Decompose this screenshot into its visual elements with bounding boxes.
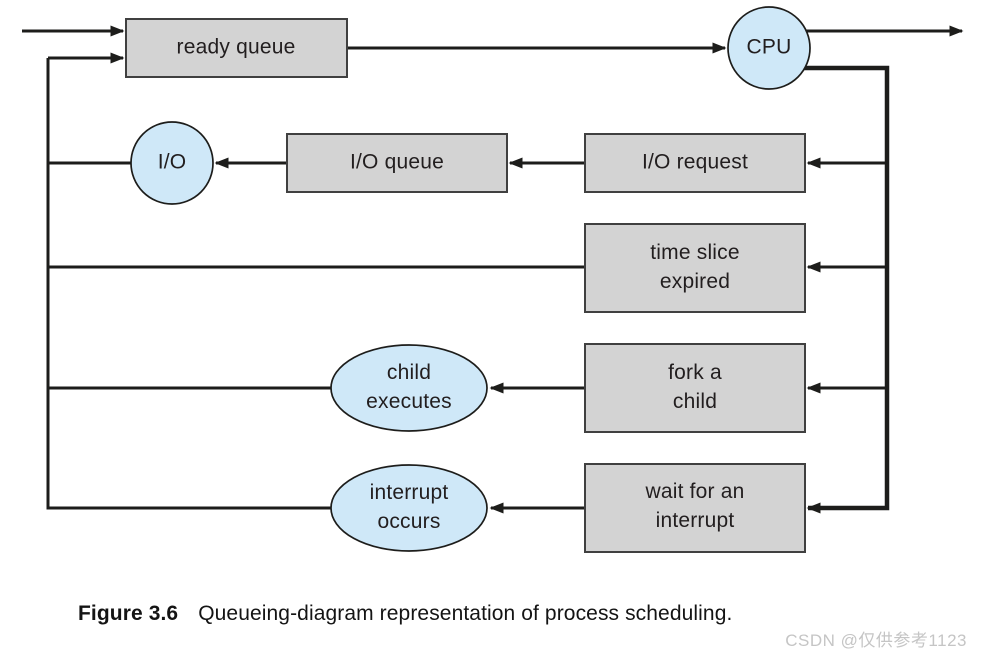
interrupt-occurs-label: interrupt occurs <box>369 481 449 533</box>
io-circle <box>130 121 214 205</box>
cpu-label: CPU <box>746 35 792 59</box>
feedback-left-rail <box>46 58 331 510</box>
io-queue-label: I/O queue <box>349 150 445 174</box>
fork-a-child-box <box>584 343 806 433</box>
io-request-label: I/O request <box>641 150 749 174</box>
connectors <box>22 25 964 514</box>
child-executes-label: child executes <box>366 361 452 413</box>
fork-a-child-label: fork a child <box>668 361 722 413</box>
time-slice-expired-box <box>584 223 806 313</box>
wait-for-interrupt-label: wait for an interrupt <box>645 480 745 532</box>
interrupt-occurs-ellipse <box>330 464 488 552</box>
io-queue-box <box>286 133 508 193</box>
cpu-circle <box>727 6 811 90</box>
watermark-text: CSDN @仅供参考1123 <box>785 631 967 650</box>
io-label: I/O <box>157 150 187 174</box>
figure-number: Figure 3.6 <box>78 602 179 625</box>
figure-caption-text: Queueing-diagram representation of proce… <box>198 602 733 625</box>
arrow-cpu-to-wait-interrupt <box>800 65 890 514</box>
nodes <box>125 6 811 553</box>
child-executes-ellipse <box>330 344 488 432</box>
ready-queue-box <box>125 18 348 78</box>
time-slice-expired-label: time slice expired <box>650 241 740 293</box>
figure-caption: Figure 3.6 Queueing-diagram representatio… <box>78 602 732 626</box>
wait-for-interrupt-box <box>584 463 806 553</box>
ready-queue-label: ready queue <box>176 35 296 59</box>
io-request-box <box>584 133 806 193</box>
